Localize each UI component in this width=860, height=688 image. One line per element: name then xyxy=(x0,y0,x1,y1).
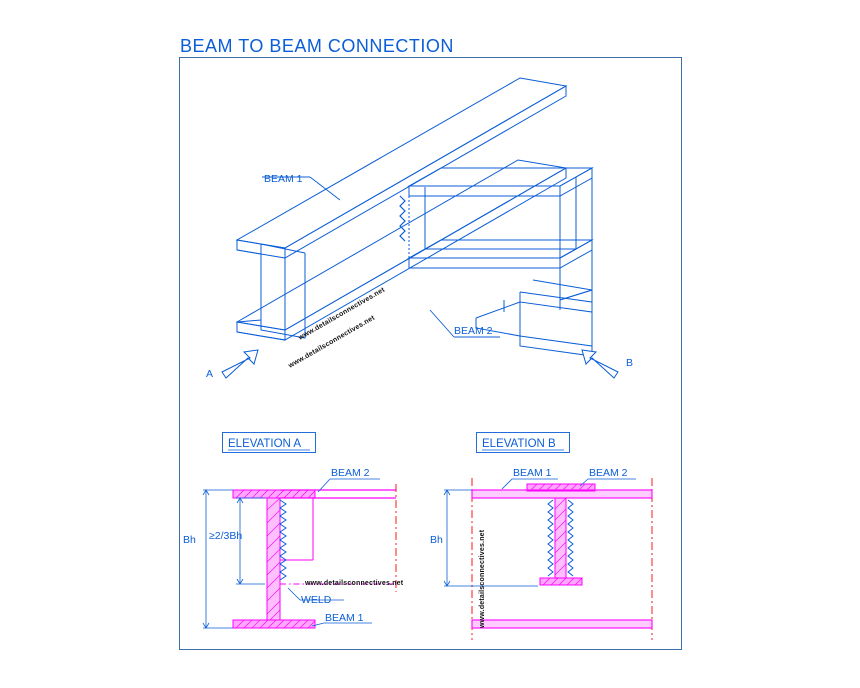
drawing-title: BEAM TO BEAM CONNECTION xyxy=(180,36,454,56)
beam1-web-top xyxy=(260,243,306,254)
iso-label-beam2: BEAM 2 xyxy=(454,325,493,337)
beam1-leader-arrow xyxy=(309,176,341,201)
beam2-bottom-long-4 xyxy=(475,302,521,337)
elev-a-label-beam2: BEAM 2 xyxy=(331,467,370,479)
elev-a-beam1-top-flange-hatch xyxy=(235,489,316,499)
iso-view-arrow-a-label: A xyxy=(206,368,213,380)
elev-b-beam2-web-hatch xyxy=(554,497,567,576)
drawing-frame xyxy=(179,57,682,650)
elev-b-watermark-text: www.detailsconnectives.net xyxy=(479,529,486,629)
weld-zigzag-iso xyxy=(399,195,406,242)
elevation-b-title-group: ELEVATION B xyxy=(476,432,570,453)
elev-a-weld-zigzag xyxy=(279,499,287,581)
elev-b-beam1-bottom-flange xyxy=(471,619,653,629)
elev-a-watermark: www.detailsconnectives.net xyxy=(304,580,404,587)
elev-b-weld-zigzags xyxy=(547,499,574,577)
elevation-a-title: ELEVATION A xyxy=(228,438,301,450)
beam1-end-face-outline xyxy=(236,240,286,341)
elev-a-watermark-text: www.detailsconnectives.net xyxy=(304,580,404,587)
elev-b-beam2-top-flange-hatch xyxy=(529,483,594,492)
beam2-leader-arrow xyxy=(429,309,455,338)
elev-a-label-weld: WELD xyxy=(301,594,332,606)
elevation-a-title-group: ELEVATION A xyxy=(222,432,316,453)
view-arrow-b-glyph xyxy=(581,349,619,379)
elev-a-label-beam1: BEAM 1 xyxy=(325,612,364,624)
iso-view-arrow-b-label: B xyxy=(626,357,633,369)
elevation-a-title-box xyxy=(222,432,316,453)
elev-b-dim-total: Bh xyxy=(430,534,443,546)
elev-a-dimensions xyxy=(202,489,265,629)
elev-b-label-beam1: BEAM 1 xyxy=(513,467,552,479)
elev-b-leaders xyxy=(501,478,636,490)
elev-a-dim-total: Bh xyxy=(183,534,196,546)
elevation-b-title-box xyxy=(476,432,570,453)
elev-a-leaders xyxy=(287,478,380,627)
elev-b-watermark: www.detailsconnectives.net xyxy=(479,529,486,629)
elev-a-dim-weld: ≥2/3Bh xyxy=(209,530,242,542)
elev-a-beam1-web-hatch xyxy=(266,497,281,621)
iso-label-beam1: BEAM 1 xyxy=(264,173,303,185)
elev-a-beam1-bottom-flange xyxy=(232,619,316,629)
elev-b-beam2-bottom-flange-hatch xyxy=(542,577,583,586)
elev-b-label-beam2: BEAM 2 xyxy=(589,467,628,479)
elev-b-beam2-bottom-flange xyxy=(539,577,583,586)
beam2-bottom-long-5 xyxy=(475,301,521,319)
beam2-bottom-long-1 xyxy=(532,279,593,291)
elev-b-dimensions xyxy=(443,489,538,587)
view-arrow-a-glyph xyxy=(221,349,259,379)
beam2-web-mid xyxy=(424,177,577,250)
elevation-a-drawing xyxy=(202,478,397,629)
elev-b-beam2-top-flange xyxy=(526,483,596,492)
elev-a-beam1-bottom-flange-hatch xyxy=(235,619,316,629)
elevation-b-drawing xyxy=(443,478,653,640)
beam2-bottom-long-3 xyxy=(519,292,593,313)
isometric-view xyxy=(221,77,619,379)
elevation-b-title: ELEVATION B xyxy=(482,438,556,450)
